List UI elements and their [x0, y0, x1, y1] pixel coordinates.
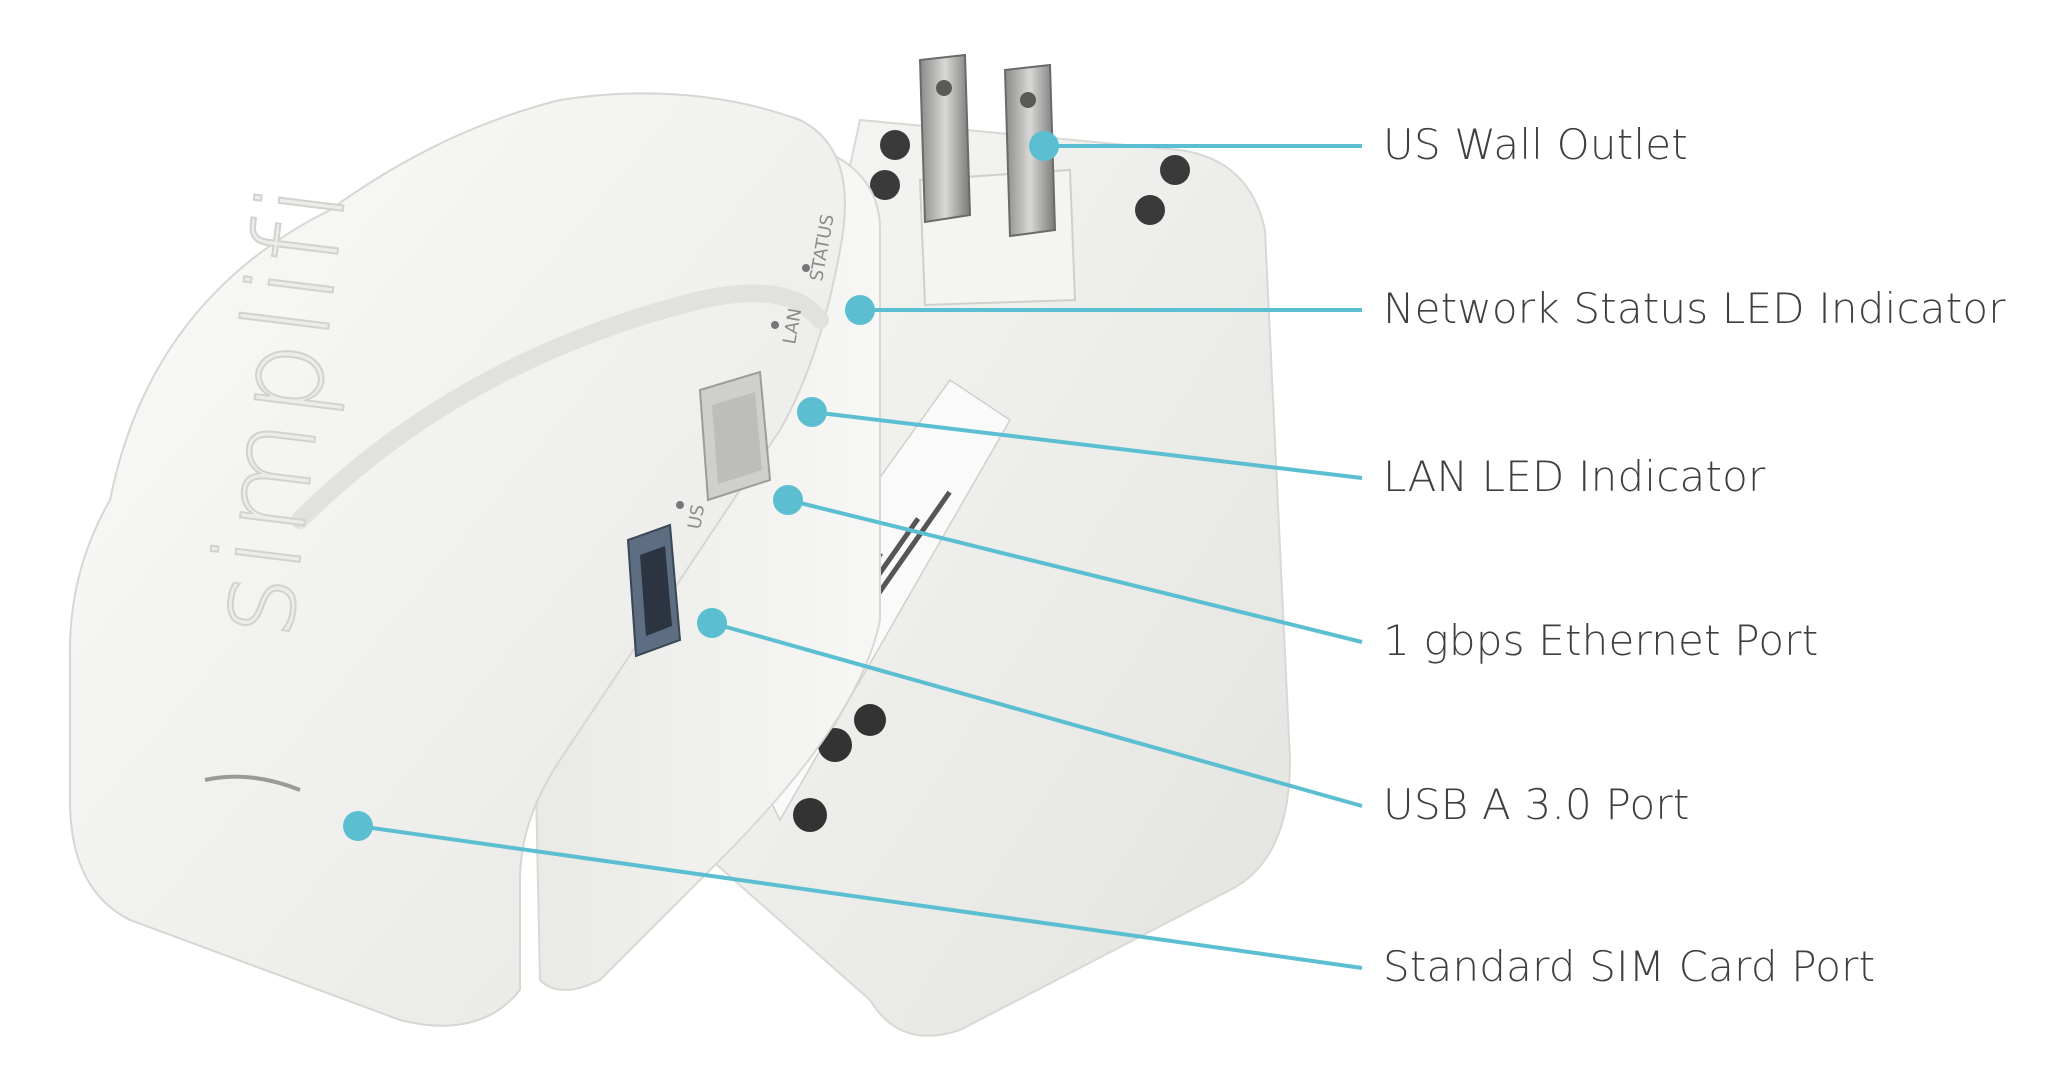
label-lan-led: LAN LED Indicator [1383, 452, 1766, 501]
label-sim-port: Standard SIM Card Port [1383, 942, 1876, 991]
callout-line-ethernet-port [787, 498, 1363, 644]
callout-dot-us-wall-outlet [1029, 131, 1059, 161]
callout-dots [343, 131, 1059, 841]
callout-dot-ethernet-port [773, 485, 803, 515]
front-module [69, 92, 881, 1027]
callout-lines [357, 144, 1363, 970]
callout-line-usb-port [711, 621, 1363, 808]
callout-dot-lan-led [797, 397, 827, 427]
callout-line-lan-led [811, 410, 1363, 480]
us-mark: US [684, 503, 709, 531]
label-ethernet-port: 1 gbps Ethernet Port [1383, 616, 1819, 665]
label-usb-port: USB A 3.0 Port [1383, 780, 1690, 829]
callout-dot-network-status-led [845, 295, 875, 325]
callout-line-sim-port [357, 824, 1363, 970]
callout-dot-sim-port [343, 811, 373, 841]
label-network-status-led: Network Status LED Indicator [1383, 284, 2006, 333]
label-us-wall-outlet: US Wall Outlet [1383, 120, 1688, 169]
callout-dot-usb-port [697, 608, 727, 638]
